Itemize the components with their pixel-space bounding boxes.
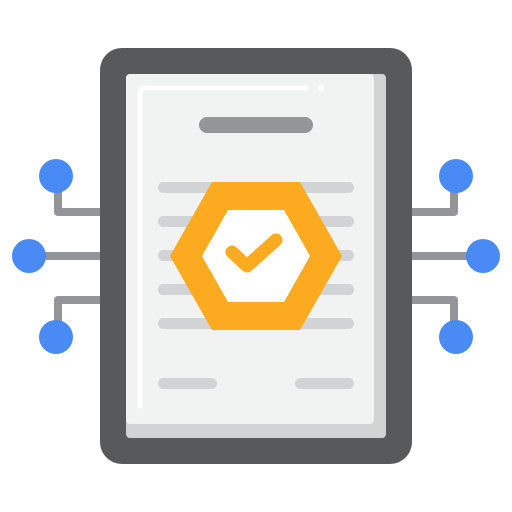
text-line-short-left	[158, 378, 217, 389]
circuit-nodes	[12, 159, 500, 354]
circuit-node-icon	[39, 159, 73, 193]
checkmark-icon	[225, 233, 283, 273]
circuit-node-icon	[439, 159, 473, 193]
circuit-node-icon	[12, 239, 46, 273]
document-title-bar	[199, 117, 313, 133]
text-line-short-right	[295, 378, 354, 389]
paper-highlight-dot	[318, 85, 324, 91]
circuit-node-icon	[466, 239, 500, 273]
paper-highlight	[137, 85, 309, 409]
circuit-node-icon	[439, 320, 473, 354]
circuit-node-icon	[39, 320, 73, 354]
